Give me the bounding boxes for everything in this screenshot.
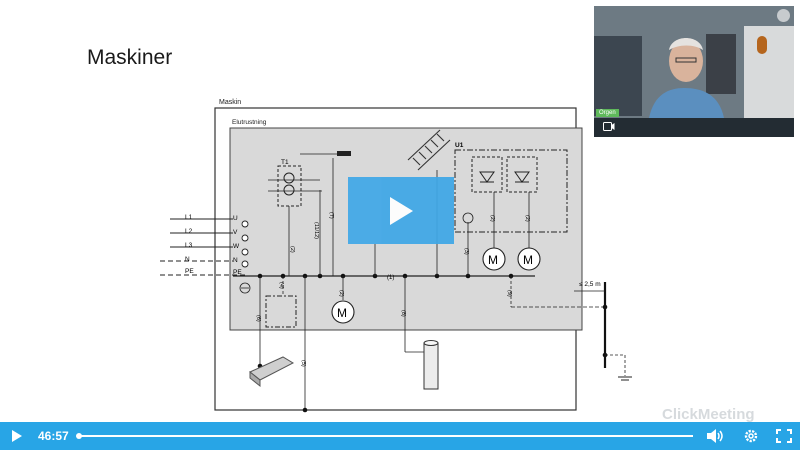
terminals — [241, 220, 249, 268]
camera-icon[interactable] — [603, 122, 615, 131]
motor-label-b: M — [523, 253, 533, 267]
presentation-slide: Maskiner Maskin Elutrustning L1 L2 L3 N … — [87, 6, 794, 423]
presenter-tag: Orgen — [596, 109, 619, 117]
electrical-diagram: Maskin Elutrustning L1 L2 L3 N PE U V W … — [160, 99, 632, 413]
clickmeeting-watermark: ClickMeeting — [662, 406, 755, 423]
wire-number-8: (8) — [400, 310, 406, 317]
motor-u1-a — [482, 247, 506, 271]
supply-label-l3: L3 — [185, 242, 193, 249]
webcam-feed: Orgen — [594, 6, 794, 137]
presenter-video — [594, 6, 794, 137]
terminal-w: W — [233, 243, 240, 250]
machine-label: Maskin — [219, 99, 241, 106]
wire-number-2c: (2) — [524, 215, 530, 222]
transformer-label: T1 — [281, 159, 289, 166]
play-icon — [12, 430, 22, 442]
current-time: 46:57 — [38, 429, 69, 443]
settings-button[interactable] — [738, 422, 764, 450]
wire-number-9: (9) — [506, 290, 512, 297]
supply-label-l1: L1 — [185, 214, 193, 221]
wire-number-2b: (2) — [489, 215, 495, 222]
electrical-equipment-label: Elutrustning — [232, 119, 267, 126]
progress-handle[interactable] — [76, 433, 82, 439]
webcam-bar: Orgen — [594, 109, 794, 137]
wire-number-3: (3) — [463, 248, 469, 255]
motor-u1-b — [517, 247, 541, 271]
wire-number-4: (4) — [278, 282, 284, 289]
wire-number-7: (7) — [328, 212, 334, 219]
terminal-n: N — [233, 257, 238, 264]
volume-button[interactable] — [703, 422, 729, 450]
supply-lines — [160, 218, 245, 276]
terminal-pe: PE — [233, 269, 242, 276]
mic-icon[interactable] — [777, 9, 790, 22]
wire-number-11-12: (11/12) — [313, 222, 319, 239]
earth-symbol — [239, 282, 251, 294]
wire-number-2d: (2) — [338, 290, 344, 297]
motor-main — [331, 300, 355, 324]
play-button[interactable] — [6, 422, 28, 450]
wire-number-6: (6) — [255, 315, 261, 322]
fullscreen-button[interactable] — [771, 422, 797, 450]
terminal-v: V — [233, 229, 238, 236]
wire-number-5: (5) — [300, 360, 306, 367]
fullscreen-icon — [776, 429, 792, 443]
terminal-u: U — [233, 215, 238, 222]
motor-label-main: M — [337, 306, 347, 320]
wire-number-2a: (2) — [289, 246, 295, 253]
supply-label-pe: PE — [185, 268, 194, 275]
progress-bar[interactable] — [76, 433, 693, 439]
motor-label-a: M — [488, 253, 498, 267]
distance-label: ≤ 2,5 m — [579, 281, 601, 288]
supply-label-n: N — [185, 256, 190, 263]
ladder-symbol — [407, 129, 451, 171]
bus-number-1: (1) — [387, 275, 394, 281]
pipe-symbol — [423, 342, 439, 390]
gear-icon — [744, 429, 758, 443]
slide-title: Maskiner — [87, 46, 173, 69]
play-icon — [390, 197, 413, 225]
supply-label-l2: L2 — [185, 228, 193, 235]
unit-label: U1 — [455, 142, 464, 149]
volume-icon — [707, 429, 723, 443]
video-controls: 46:57 — [0, 422, 800, 450]
play-overlay-button[interactable] — [348, 177, 454, 244]
